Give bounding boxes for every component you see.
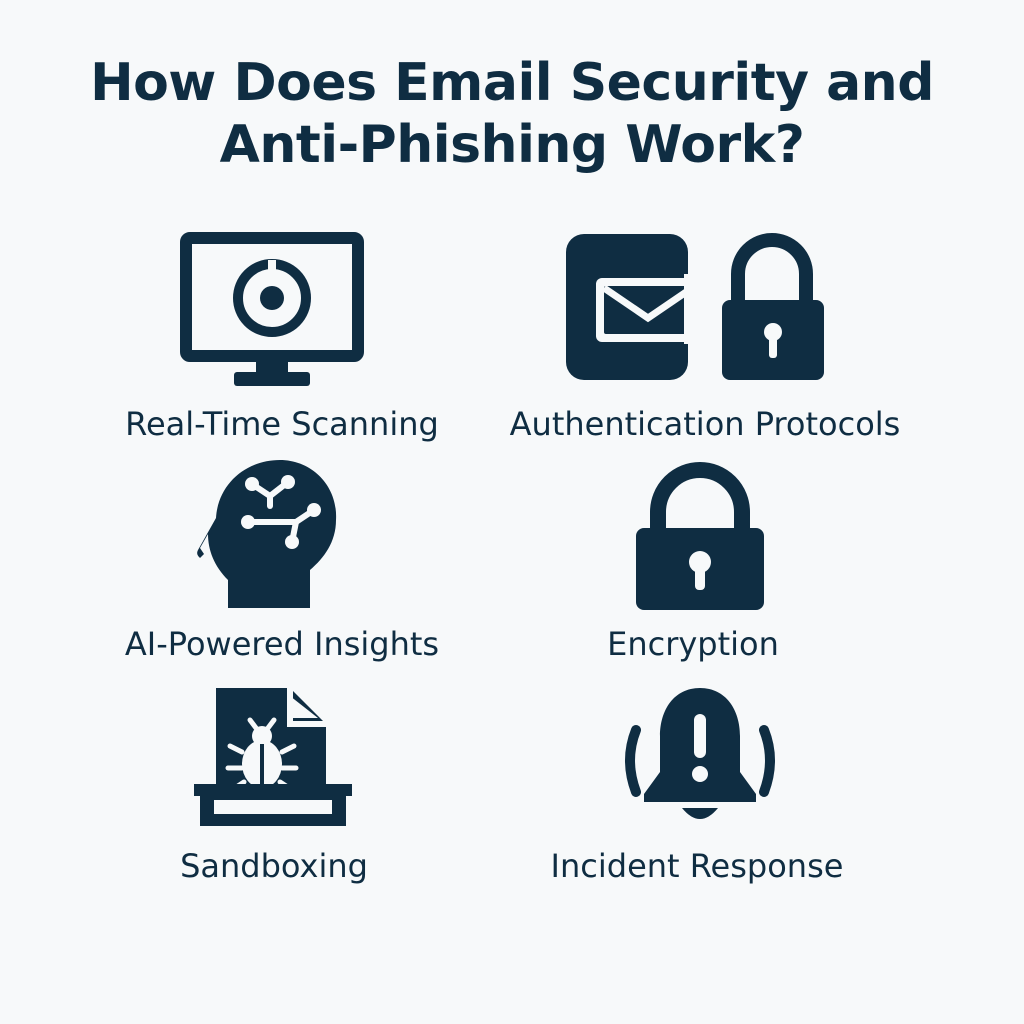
page-title: How Does Email Security and Anti-Phishin… — [0, 52, 1024, 176]
email-lock-icon — [566, 233, 830, 382]
title-line-2: Anti-Phishing Work? — [219, 115, 805, 175]
item-label: AI-Powered Insights — [124, 625, 440, 663]
padlock-icon — [634, 462, 766, 612]
ai-head-icon — [197, 458, 340, 614]
sandbox-bug-icon — [192, 682, 354, 834]
item-label: Authentication Protocols — [509, 405, 901, 443]
title-line-1: How Does Email Security and — [90, 53, 934, 113]
item-label: Real-Time Scanning — [125, 405, 439, 443]
monitor-scan-icon — [180, 232, 364, 390]
alert-bell-icon — [622, 684, 778, 830]
item-label: Sandboxing — [180, 847, 368, 885]
item-label: Incident Response — [550, 847, 844, 885]
item-label: Encryption — [607, 625, 779, 663]
